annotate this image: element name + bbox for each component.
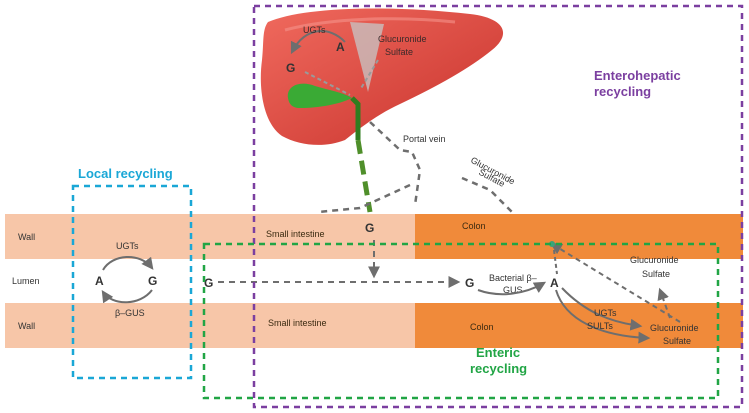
wall-bottom-small-intestine [5, 303, 415, 348]
liver-a-label: A [336, 40, 345, 54]
liver-triangle-transporter [350, 22, 384, 92]
colon-sults-label: SULTs [587, 321, 613, 331]
local-bgus-arrow [101, 289, 153, 304]
local-g-label: G [148, 274, 157, 288]
wall-g-label: G [365, 221, 374, 235]
small-intestine-bottom-label: Small intestine [268, 318, 327, 328]
conjugate-glucuronide-label: Glucuronide [650, 323, 699, 333]
enterohepatic-title-line1: Enterohepatic [594, 68, 681, 83]
local-recycling-title: Local recycling [78, 166, 173, 181]
gallbladder [287, 83, 352, 108]
bacterial-bgus-label-2: GUS [503, 285, 523, 295]
return-to-colon-wall-dashed-arrow [549, 242, 681, 323]
liver-glucuronide-label: Glucuronide [378, 34, 427, 44]
small-intestine-top-label: Small intestine [266, 229, 325, 239]
conjugate-sulfate-label: Sulfate [663, 336, 691, 346]
liver-ugts-arrow [290, 30, 346, 55]
lumen-label: Lumen [12, 276, 40, 286]
liver-ugts-label: UGTs [303, 25, 326, 35]
bacterial-bgus-label-1: Bacterial β– [489, 273, 537, 283]
colon-ugts-label: UGTs [594, 308, 617, 318]
enterohepatic-title-line2: recycling [594, 84, 651, 99]
local-bgus-label: β–GUS [115, 308, 145, 318]
enteric-region-border [202, 242, 720, 400]
portal-vein-label: Portal vein [403, 134, 446, 144]
colon-bottom-label: Colon [470, 322, 494, 332]
a-to-conjugate-arrow-2 [555, 289, 651, 344]
lumen-sulfate-label: Sulfate [642, 269, 670, 279]
liver-highlight [284, 17, 456, 32]
bile-flow-dashed [355, 139, 373, 213]
liver-g-label: G [286, 61, 295, 75]
lumen-g-right-label: G [465, 276, 474, 290]
enteric-title-line2: recycling [470, 361, 527, 376]
local-ugts-arrow [102, 255, 154, 271]
lumen-g-left-label: G [204, 276, 213, 290]
local-region-border [71, 184, 193, 380]
enteric-title-line1: Enteric [476, 345, 520, 360]
conjugate-up-dashed-arrow [657, 287, 671, 319]
liver-shape [260, 8, 504, 145]
wall-top-label: Wall [18, 232, 35, 242]
colon-a-label: A [550, 276, 559, 290]
liver-dashed-connection [304, 59, 379, 96]
local-ugts-label: UGTs [116, 241, 139, 251]
enterohepatic-region-border [252, 4, 744, 409]
bacterial-bgus-arrow [477, 281, 547, 296]
local-a-label: A [95, 274, 104, 288]
liver-sulfate-label: Sulfate [385, 47, 413, 57]
wall-top-colon [415, 214, 743, 259]
colon-wall-node [549, 241, 555, 247]
bile-duct [350, 96, 361, 140]
lumen-glucuronide-label: Glucuronide [630, 255, 679, 265]
liver-illustration: UGTs A G Glucuronide Sulfate [260, 8, 504, 145]
wall-bottom-colon [415, 303, 743, 348]
a-to-conjugate-arrow-1 [561, 287, 643, 331]
colon-top-label: Colon [462, 221, 486, 231]
wall-top-small-intestine [5, 214, 415, 259]
wall-bottom-label: Wall [18, 321, 35, 331]
portal-vein-path [317, 121, 422, 214]
